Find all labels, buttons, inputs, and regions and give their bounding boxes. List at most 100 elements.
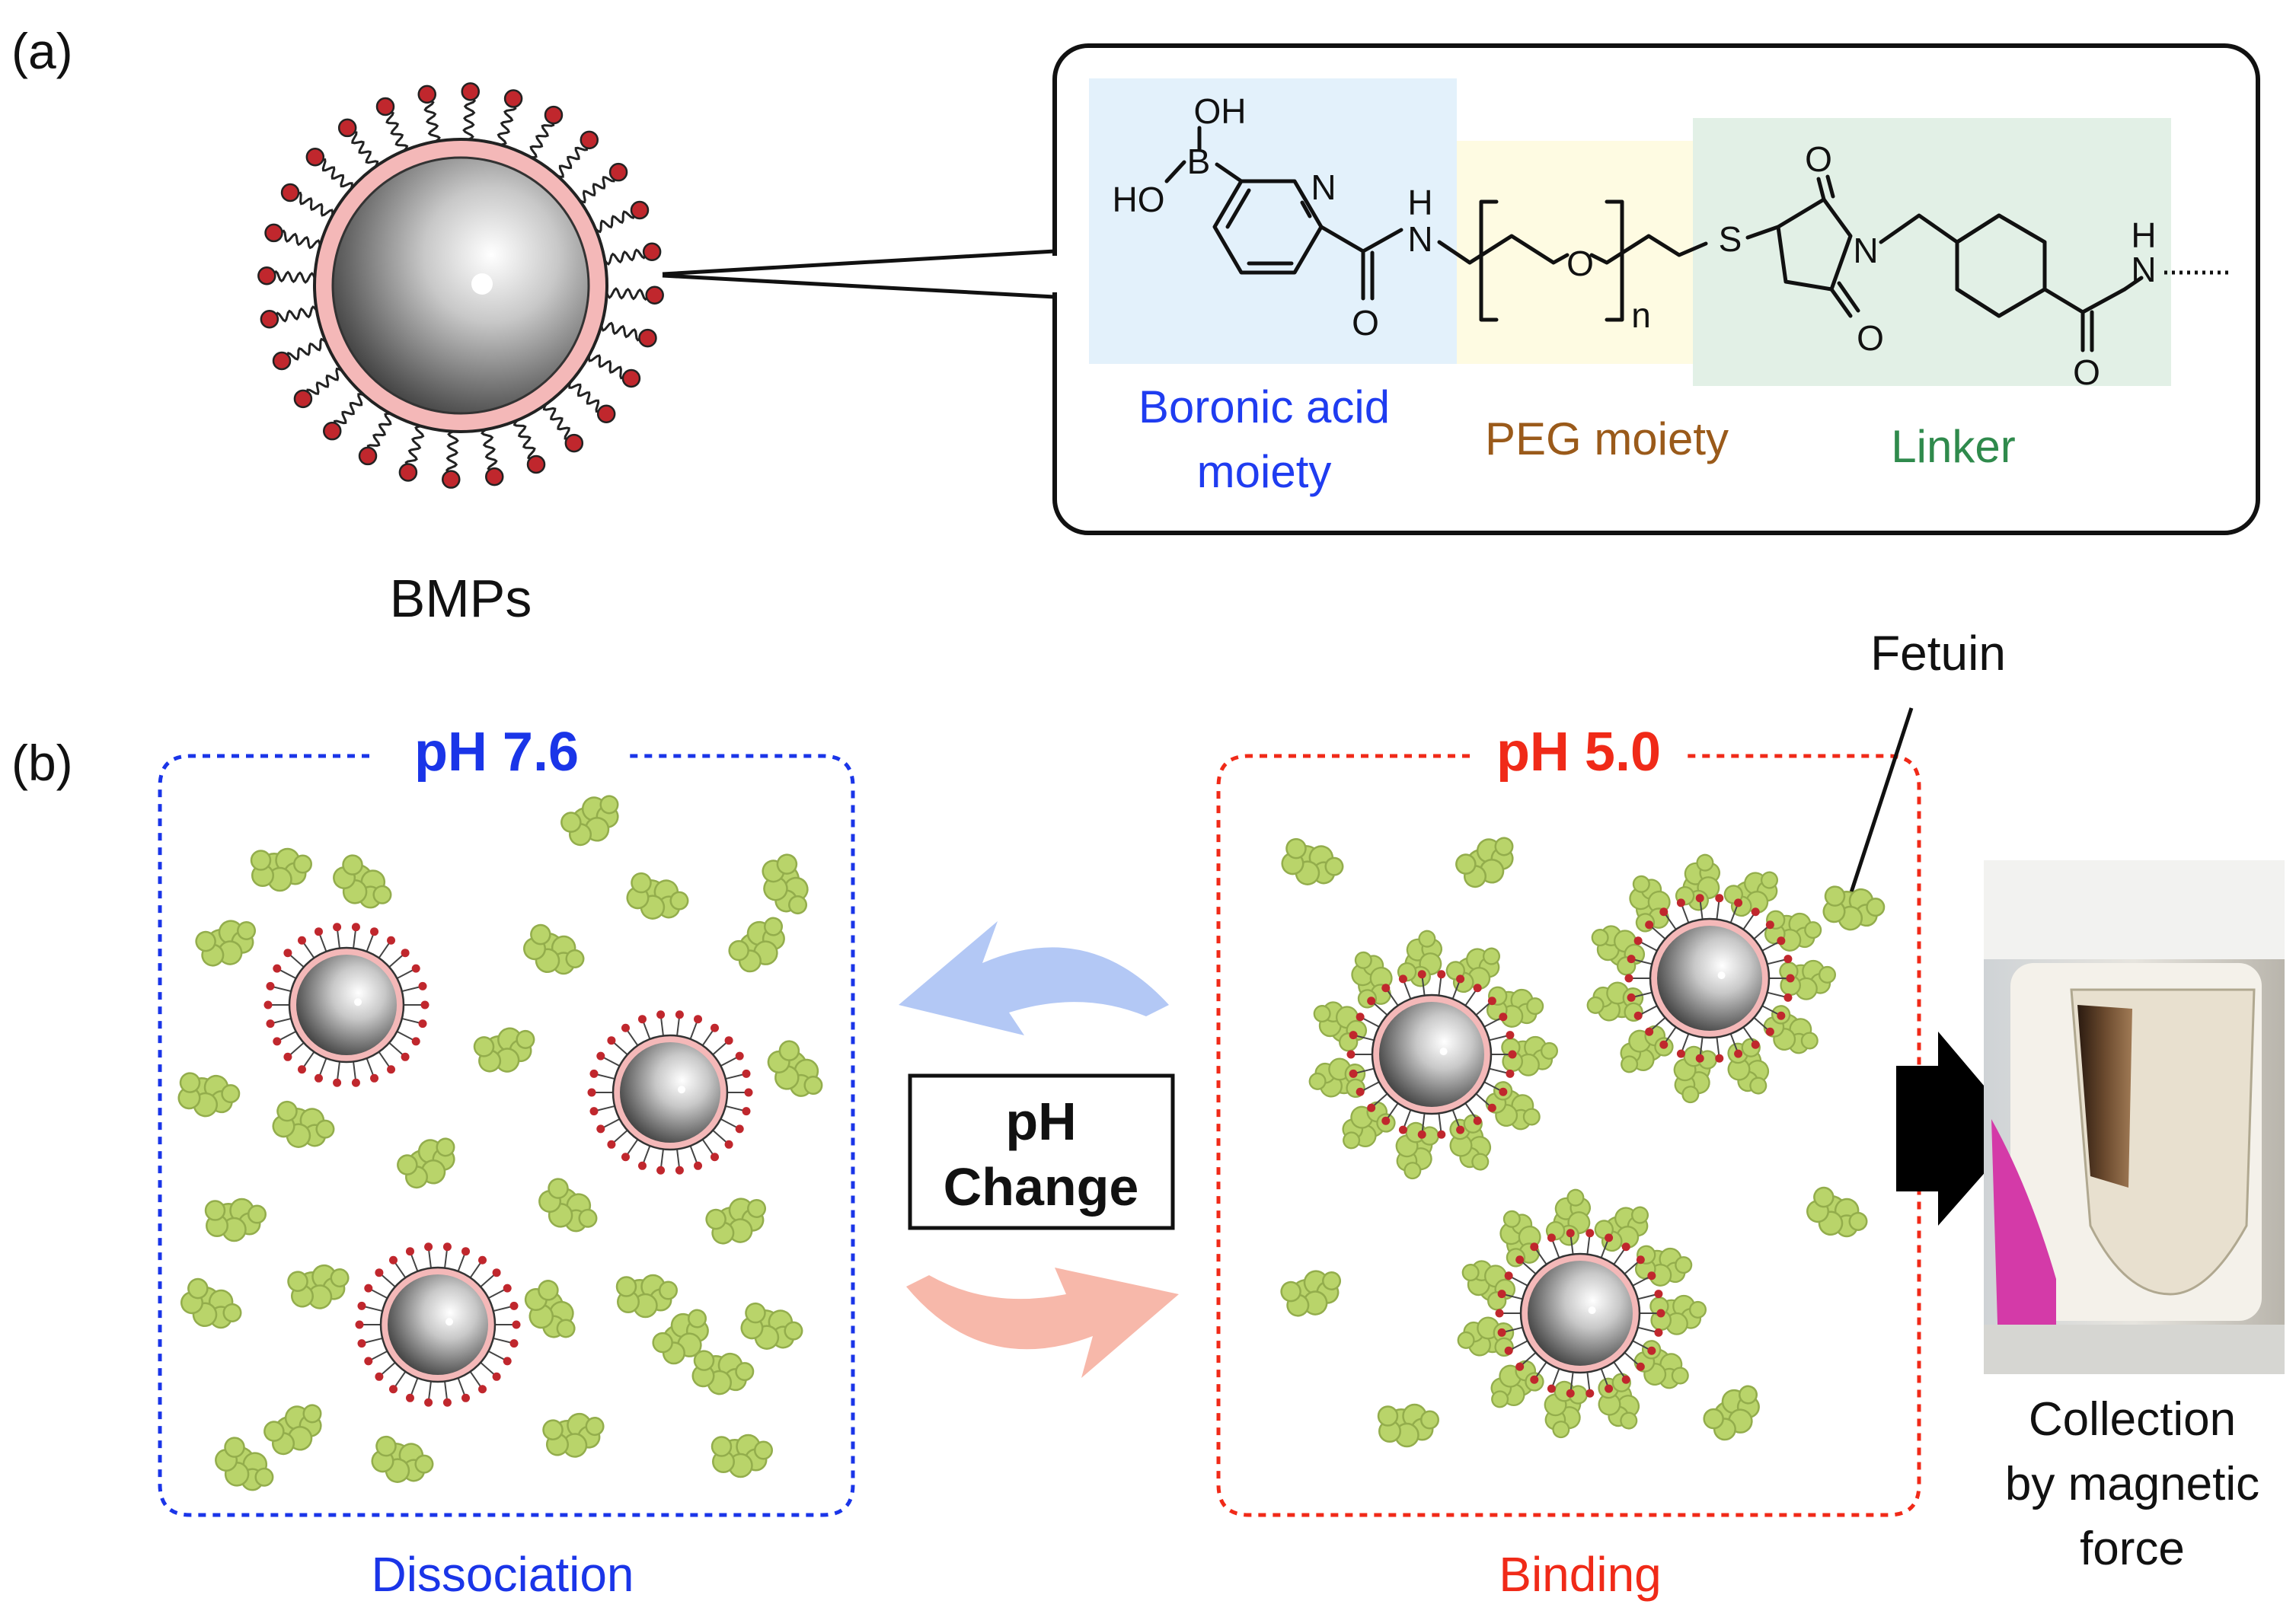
boronic-acid-head — [645, 285, 664, 305]
linker-background — [1693, 118, 2171, 386]
fetuin-protein — [705, 1198, 767, 1245]
fetuin-protein — [626, 872, 689, 920]
ph76-dashed-box — [158, 754, 855, 1517]
atom-ho: HO — [1113, 180, 1165, 219]
boronic-acid-label-line1: Boronic acid — [1138, 381, 1390, 432]
fetuin-protein — [1591, 925, 1646, 976]
boronic-acid-head — [484, 467, 504, 486]
fetuin-protein — [1351, 951, 1393, 1009]
fetuin-protein — [371, 1435, 434, 1483]
fetuin-pointer — [1848, 707, 1914, 895]
fetuin-protein — [1594, 1206, 1649, 1252]
ligand-shell — [257, 82, 664, 489]
peg-label: PEG moiety — [1485, 413, 1729, 464]
boronic-acid-head — [264, 223, 283, 243]
free-fetuin-right — [1280, 837, 1886, 1448]
fetuin-protein — [1703, 1385, 1760, 1441]
atom-n-ring: N — [1311, 167, 1336, 207]
boronic-acid-head — [272, 351, 292, 371]
boronic-acid-head — [442, 470, 461, 489]
fetuin-protein — [1281, 837, 1344, 885]
fetuin-protein — [1449, 1114, 1492, 1171]
boronic-acid-head — [257, 266, 276, 285]
boronic-acid-head — [322, 421, 342, 441]
magnetic-core — [1657, 926, 1762, 1031]
fetuin-protein — [740, 1302, 803, 1350]
bmp-particle-small — [263, 923, 430, 1087]
atom-nh-n: N — [1407, 219, 1432, 259]
fetuin-protein — [272, 1100, 335, 1148]
photo-particle-pellet — [2077, 1005, 2132, 1188]
fetuin-protein — [177, 1072, 241, 1118]
magnetic-core — [620, 1042, 720, 1143]
core-highlight — [1439, 1048, 1448, 1056]
boronic-acid-head — [337, 118, 357, 138]
peg-background — [1457, 141, 1693, 364]
chemical-structure: B OH HO N O N H O n S O O N O N H — [1113, 91, 2231, 392]
boronic-acid-head — [608, 162, 628, 182]
boronic-acid-head — [621, 368, 641, 388]
fetuin-protein — [1598, 1373, 1640, 1430]
atom-b: B — [1187, 142, 1211, 181]
collection-caption-line1: Collection — [2029, 1393, 2236, 1446]
boronic-acid-head — [398, 463, 418, 482]
fetuin-protein — [1342, 1101, 1396, 1150]
callout-line-top — [662, 249, 1055, 276]
boronic-acid-head — [260, 309, 279, 329]
atom-o4: O — [2073, 352, 2100, 392]
peg-n-subscript: n — [1631, 295, 1651, 335]
bmp-particle-small — [587, 1010, 753, 1175]
core-highlight — [1717, 971, 1726, 980]
magnetic-core — [1528, 1261, 1633, 1366]
boronic-acid-head — [293, 389, 313, 409]
fetuin-protein — [1544, 1380, 1588, 1439]
boronic-acid-head — [461, 82, 480, 101]
collection-arrow — [1896, 1032, 2022, 1226]
fetuin-protein — [691, 1350, 755, 1395]
linker-label: Linker — [1891, 421, 2015, 472]
fetuin-protein — [1377, 1403, 1439, 1448]
fetuin-protein — [1455, 837, 1514, 888]
fetuin-protein — [333, 854, 392, 909]
photo-magnet-handle — [1991, 1119, 2056, 1374]
boronic-acid-head — [642, 242, 662, 262]
boronic-acid-head — [503, 89, 523, 108]
fetuin-protein — [1763, 1005, 1819, 1054]
fetuin-protein — [287, 1264, 350, 1309]
fetuin-protein — [1490, 1360, 1544, 1408]
boronic-acid-head — [580, 130, 599, 150]
fetuin-protein — [560, 795, 619, 847]
down-cycle-arrow — [906, 1268, 1179, 1378]
photo-base — [1984, 1325, 2285, 1374]
boronic-acid-head — [305, 147, 325, 167]
ph-change-box — [908, 1073, 1175, 1230]
boronic-acid-head — [358, 446, 378, 466]
fetuin-protein — [204, 1198, 267, 1242]
fetuin-protein — [1822, 885, 1886, 931]
bmp-particle-small — [1586, 853, 1836, 1104]
magnetic-collection-photo — [1984, 860, 2285, 1374]
boron-bonds — [1164, 126, 1244, 183]
fetuin-protein — [1675, 853, 1721, 911]
ph-change-line1: pH — [1005, 1092, 1076, 1151]
atom-nh2-h: H — [2131, 215, 2156, 255]
fetuin-protein — [263, 1404, 322, 1456]
fetuin-protein — [762, 853, 809, 915]
callout-gap — [1049, 256, 1062, 292]
fetuin-protein — [1629, 875, 1671, 933]
boronic-acid-head — [526, 454, 546, 474]
fetuin-label: Fetuin — [1870, 626, 2006, 681]
bmps-label: BMPs — [390, 569, 532, 628]
fetuin-protein — [180, 1277, 242, 1329]
fetuin-protein — [1764, 910, 1822, 952]
fetuin-protein — [1620, 1025, 1674, 1073]
free-fetuin-left — [177, 795, 823, 1491]
amide-2-bonds — [2042, 276, 2144, 352]
atom-o-top: O — [1805, 139, 1832, 179]
fetuin-protein — [1779, 959, 1836, 1000]
boronic-acid-head — [544, 105, 564, 125]
atom-n-succ: N — [1853, 231, 1878, 270]
boronic-acid-head — [417, 85, 437, 104]
fetuin-protein — [1280, 1270, 1342, 1317]
fetuin-protein — [473, 1027, 535, 1073]
